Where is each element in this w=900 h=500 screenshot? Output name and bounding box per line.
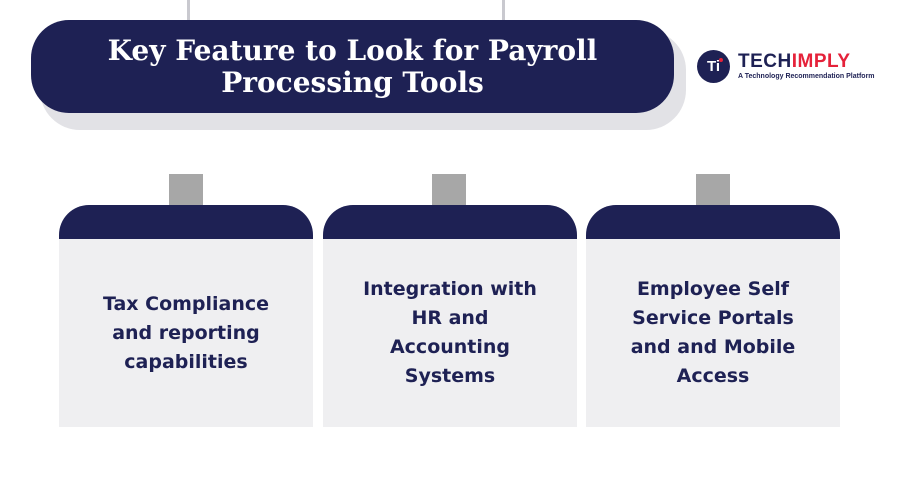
card-header (59, 205, 313, 239)
hanger-line-right (502, 0, 505, 34)
logo-tagline: A Technology Recommendation Platform (738, 73, 875, 80)
techimply-logo: Ti TECHIMPLY A Technology Recommendation… (697, 50, 875, 83)
hanger-line-left (187, 0, 190, 34)
card-header (586, 205, 840, 239)
feature-card: Tax Compliance and reporting capabilitie… (59, 239, 313, 427)
feature-card-text: Employee Self Service Portals and and Mo… (630, 278, 796, 387)
logo-wordmark: TECHIMPLY A Technology Recommendation Pl… (738, 52, 875, 81)
feature-card: Employee Self Service Portals and and Mo… (586, 239, 840, 427)
page-title: Key Feature to Look for Payroll Processi… (107, 33, 598, 99)
card-header (323, 205, 577, 239)
logo-name-part1: TECH (738, 51, 792, 72)
logo-name-part2: IMPLY (791, 51, 851, 72)
logo-name: TECHIMPLY (738, 52, 875, 72)
feature-card-text: Integration with HR and Accounting Syste… (363, 278, 537, 387)
title-banner: Key Feature to Look for Payroll Processi… (31, 20, 674, 113)
logo-mark-icon: Ti (697, 50, 730, 83)
feature-card: Integration with HR and Accounting Syste… (323, 239, 577, 427)
feature-card-text: Tax Compliance and reporting capabilitie… (102, 292, 270, 373)
